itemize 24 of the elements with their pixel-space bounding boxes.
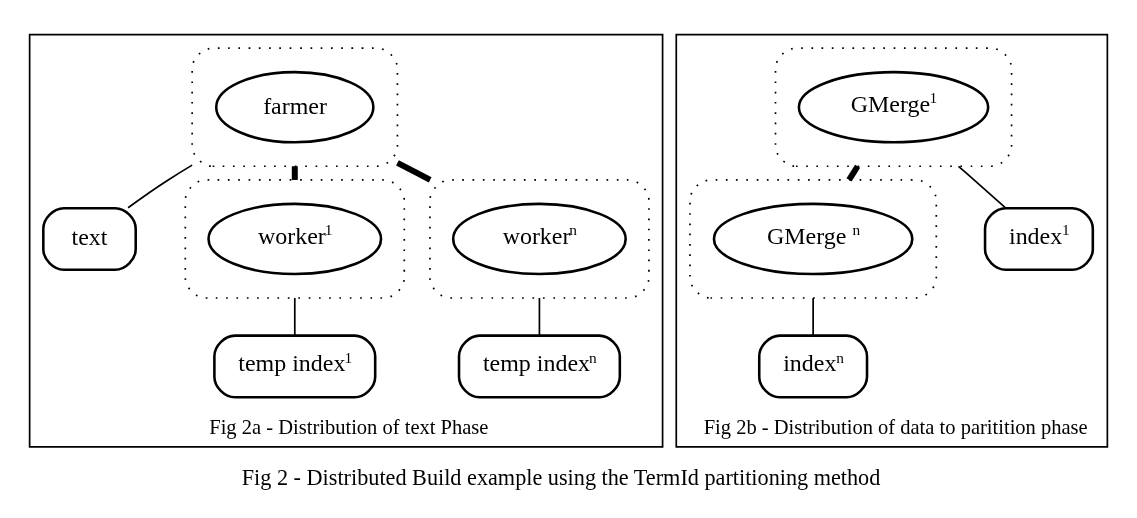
node-box: temp index$^{n}$ bbox=[457, 333, 622, 398]
connector bbox=[127, 163, 193, 209]
node-ellipse: GMerge $^{n}$ bbox=[712, 202, 914, 275]
cluster bbox=[191, 46, 399, 167]
node-box: temp index$^{1}$ bbox=[213, 333, 377, 398]
cluster bbox=[184, 178, 406, 299]
connector bbox=[538, 296, 541, 336]
cluster bbox=[429, 178, 650, 299]
caption: Fig 2 - Distributed Build example using the TermId partitioning method bbox=[241, 464, 881, 490]
cluster bbox=[689, 178, 938, 299]
cluster bbox=[774, 46, 1013, 167]
connector bbox=[846, 164, 861, 182]
connector bbox=[812, 296, 814, 336]
node-box: text bbox=[42, 206, 137, 271]
node-ellipse: farmer bbox=[214, 70, 375, 144]
connector bbox=[291, 165, 298, 180]
node-ellipse: GMerge$^{1}$ bbox=[797, 70, 990, 144]
node-ellipse: worker$^{1}$ bbox=[207, 202, 383, 275]
node-box: index$^{n}$ bbox=[757, 333, 869, 398]
connector bbox=[396, 159, 432, 183]
connector bbox=[957, 164, 1007, 209]
node-ellipse: worker$^{n}$ bbox=[451, 202, 627, 275]
connector bbox=[293, 296, 296, 336]
node-box: index$^{1}$ bbox=[983, 206, 1095, 271]
